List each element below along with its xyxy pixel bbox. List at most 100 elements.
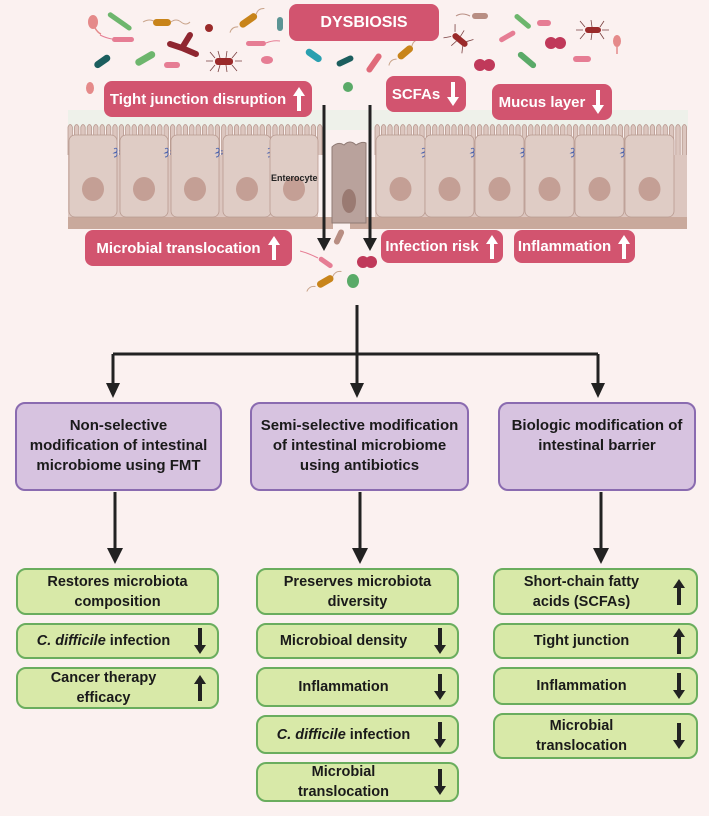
nucleus (438, 177, 461, 201)
down-arrow-icon (434, 628, 446, 654)
diplococcus-icon (474, 59, 495, 71)
up-arrow-icon (668, 627, 690, 655)
bacterium-icon (305, 48, 322, 63)
down-arrow-icon (673, 673, 685, 699)
outcome-text-line: Preserves microbiota (283, 573, 432, 590)
microvillus (675, 124, 681, 155)
strategy-antibiotics: Semi-selective modification of intestina… (250, 402, 469, 491)
enterocyte-cell (424, 134, 475, 218)
enterocyte-cell (170, 134, 220, 218)
down-arrow-icon (429, 627, 451, 655)
outcome-text-line: efficacy (76, 690, 131, 706)
outcome-label: Inflammation (258, 677, 429, 697)
nucleus (588, 177, 611, 201)
bacterium-icon (613, 35, 621, 54)
y-shaped-bacterium-icon (167, 32, 199, 57)
arrowhead-icon (363, 238, 377, 251)
arrowhead-icon (107, 548, 123, 564)
bacterium-icon (88, 15, 102, 35)
down-arrow-icon (673, 723, 685, 749)
bacterium-icon (164, 62, 180, 68)
organism-name: C. difficile (36, 633, 106, 649)
outcome-box: Cancer therapy efficacy (16, 667, 219, 709)
down-arrow-icon (429, 721, 451, 749)
up-arrow-icon (673, 578, 685, 605)
tight-junction-icon (214, 147, 224, 158)
damaged-cell-icon (331, 141, 367, 224)
nucleus (488, 177, 511, 201)
microvillus (681, 124, 687, 155)
down-arrow-icon (591, 89, 605, 115)
up-arrow-icon (668, 578, 690, 606)
bacterium-icon (94, 54, 111, 69)
infection-risk-effect: Infection risk (381, 230, 503, 263)
enterocyte-cell (269, 134, 319, 218)
outcome-box: Preserves microbiota diversity (256, 568, 459, 615)
outcome-text-line: Tight junction (533, 633, 630, 649)
dysbiosis-title: DYSBIOSIS (289, 4, 439, 41)
up-arrow-icon (194, 675, 206, 701)
down-arrow-icon (434, 674, 446, 700)
up-arrow-icon (267, 235, 281, 261)
outcome-text-line: Inflammation (298, 679, 389, 695)
coccus-icon (205, 24, 213, 32)
bacterium-icon (107, 12, 132, 31)
outcome-box: Microbial translocation (493, 713, 698, 759)
enterocyte-cell (574, 134, 625, 218)
bacterium-icon (366, 53, 382, 73)
nucleus (638, 177, 661, 201)
outcome-box: C. difficile infection (16, 623, 219, 659)
outcome-label: Inflammation (495, 676, 668, 696)
nucleus (389, 177, 412, 201)
outcome-text-line: translocation (297, 784, 390, 800)
outcome-text-line: diversity (327, 593, 388, 610)
up-arrow-icon (292, 86, 306, 112)
outcome-text-line: Restores microbiota (47, 573, 188, 590)
inflammation-effect: Inflammation (514, 230, 635, 263)
outcome-label: Preserves microbiota diversity (258, 572, 457, 612)
outcome-text-line: Microbial (549, 718, 614, 734)
nucleus (236, 177, 258, 201)
outcome-label: Cancer therapy efficacy (18, 668, 189, 708)
bacteria-illustration (86, 8, 621, 94)
down-arrow-icon (446, 81, 460, 107)
arrowhead-icon (350, 383, 364, 398)
outcome-label: C. difficile infection (18, 631, 189, 651)
mucus-layer-effect: Mucus layer (492, 84, 612, 120)
enterocyte-cell (474, 134, 525, 218)
organism-name: C. difficile (276, 726, 346, 743)
up-arrow-icon (189, 674, 211, 702)
enterocyte-cell (524, 134, 575, 218)
outcome-text-line: Cancer therapy (50, 670, 157, 686)
outcome-text-line: Inflammation (536, 678, 627, 694)
outcome-text-line: translocation (535, 738, 628, 754)
bacterium-icon (112, 37, 134, 42)
down-arrow-icon (668, 722, 690, 750)
bacterium-icon (206, 50, 242, 73)
bacterium-icon (514, 14, 531, 29)
outcome-box: C. difficile infection (256, 715, 459, 754)
nucleus (184, 177, 206, 201)
outcome-text-line: acids (SCFAs) (532, 593, 631, 610)
enterocyte-cell (68, 134, 118, 218)
outcome-label: Microbial translocation (495, 716, 668, 756)
bacterium-icon (576, 19, 609, 41)
enterocyte-cell (119, 134, 169, 218)
bacterium-icon (135, 51, 156, 66)
bacterium-icon (336, 55, 354, 67)
outcome-text: infection (105, 633, 171, 649)
tight-junction-effect: Tight junction disruption (104, 81, 312, 117)
bacterium-icon (443, 24, 474, 54)
down-arrow-icon (429, 673, 451, 701)
nucleus (283, 177, 305, 201)
bacterium-icon (472, 13, 488, 19)
down-arrow-icon (189, 627, 211, 655)
down-arrow-icon (434, 721, 446, 748)
bacterium-icon (277, 17, 283, 31)
outcome-box: Inflammation (256, 667, 459, 707)
arrowhead-icon (593, 548, 609, 564)
